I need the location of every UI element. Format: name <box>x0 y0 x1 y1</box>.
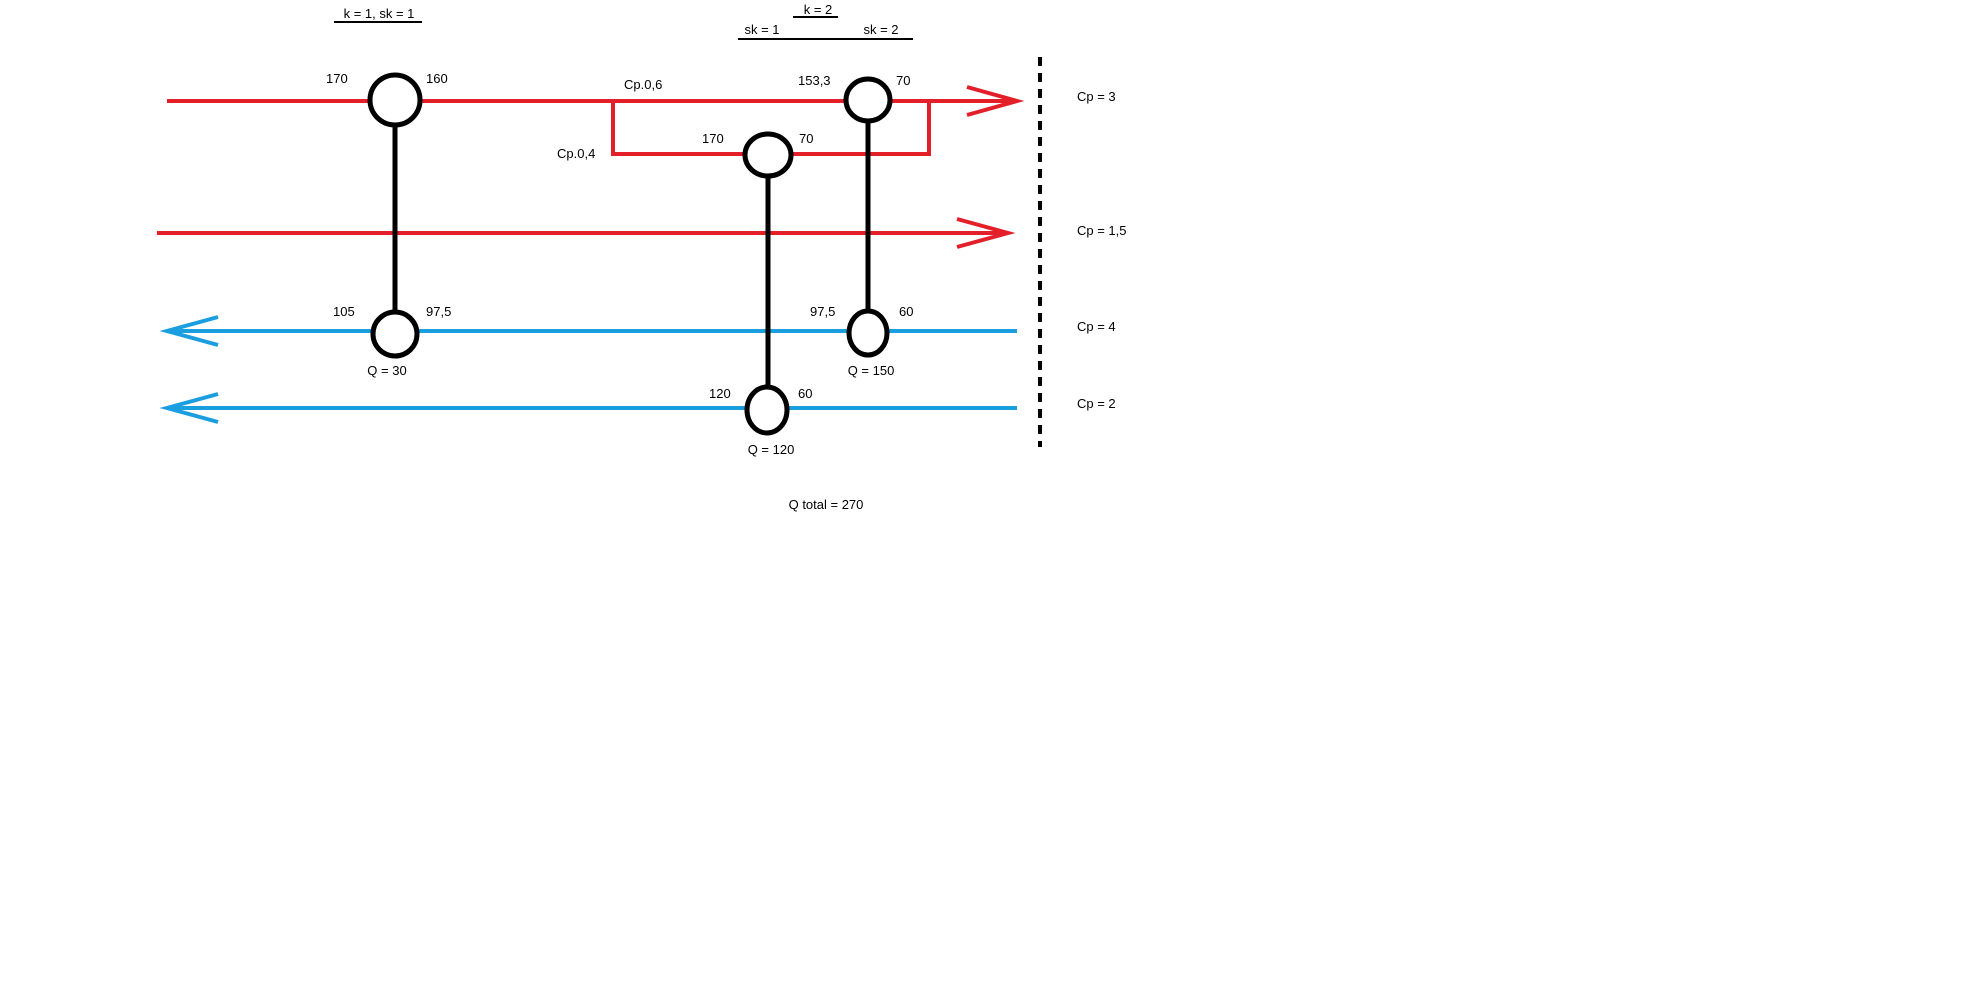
e1-cold-out-temp: 105 <box>333 304 355 319</box>
substage1-header: sk = 1 <box>744 22 779 37</box>
e2-cold-out-temp: 120 <box>709 386 731 401</box>
exchanger-1-hot-node <box>367 72 423 128</box>
e2-cold-in-temp: 60 <box>798 386 812 401</box>
e1-duty: Q = 30 <box>367 363 406 378</box>
hot-stream-2-arrowhead <box>956 217 1016 249</box>
cold-stream-1-arrowhead <box>159 315 219 347</box>
cold-stream-1-cp: Cp = 4 <box>1077 319 1116 334</box>
e3-duty: Q = 150 <box>848 363 895 378</box>
e1-cold-in-temp: 97,5 <box>426 304 451 319</box>
exchanger-3-cold-node <box>846 308 890 358</box>
exchanger-2-cold-node <box>744 384 790 436</box>
exchanger-2-hot-node <box>742 131 794 179</box>
split-branch-top-label: Cp.0,6 <box>624 77 662 92</box>
e3-cold-out-temp: 97,5 <box>810 304 835 319</box>
e2-hot-out-temp: 70 <box>799 131 813 146</box>
e1-hot-out-temp: 160 <box>426 71 448 86</box>
exchanger-3-hot-node <box>843 76 893 124</box>
e3-cold-in-temp: 60 <box>899 304 913 319</box>
substage2-header: sk = 2 <box>863 22 898 37</box>
cold-stream-2-cp: Cp = 2 <box>1077 396 1116 411</box>
stage2-header: k = 2 <box>804 2 833 17</box>
stage1-header: k = 1, sk = 1 <box>344 6 415 21</box>
e3-hot-out-temp: 70 <box>896 73 910 88</box>
e1-hot-in-temp: 170 <box>326 71 348 86</box>
exchanger-1-cold-node <box>370 309 420 359</box>
e2-hot-in-temp: 170 <box>702 131 724 146</box>
cold-stream-2-arrowhead <box>159 392 219 424</box>
e3-hot-in-temp: 153,3 <box>798 73 831 88</box>
total-duty: Q total = 270 <box>789 497 864 512</box>
split-branch-bottom-label: Cp.0,4 <box>557 146 595 161</box>
e2-duty: Q = 120 <box>748 442 795 457</box>
hot-stream-2-cp: Cp = 1,5 <box>1077 223 1127 238</box>
hot-stream-1-arrowhead <box>966 85 1025 117</box>
hot-stream-1-cp: Cp = 3 <box>1077 89 1116 104</box>
